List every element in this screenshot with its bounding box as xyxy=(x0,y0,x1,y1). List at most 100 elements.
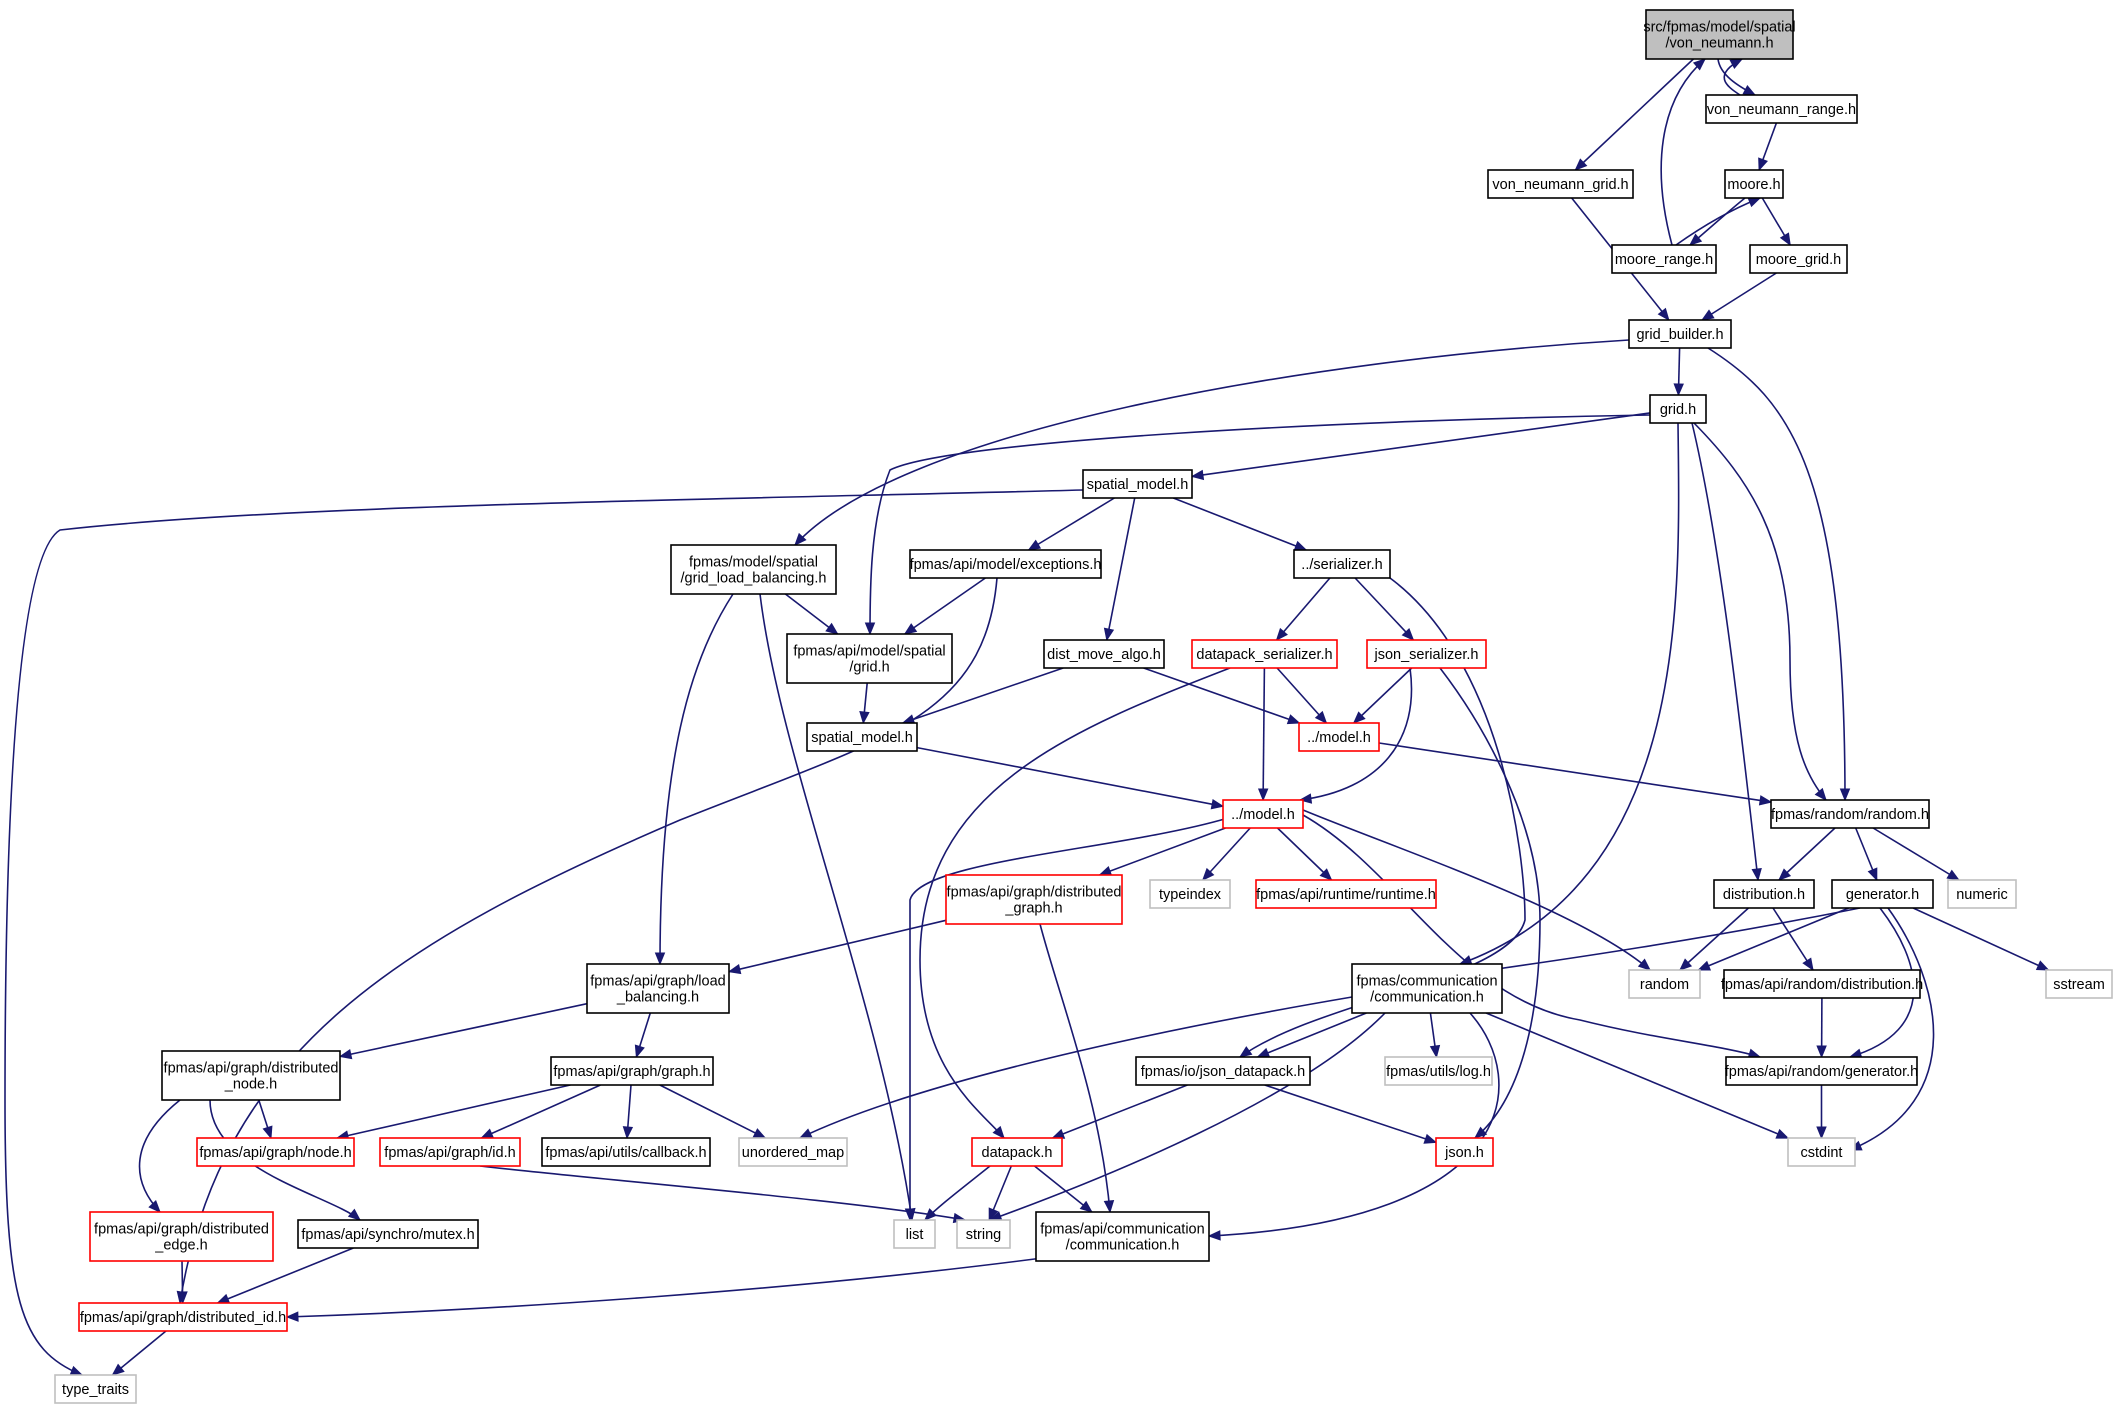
node-label: fpmas/api/graph/distributed xyxy=(947,885,1122,901)
node-label: _graph.h xyxy=(1004,901,1062,917)
node-dist-graph[interactable]: fpmas/api/graph/distributed_graph.h xyxy=(945,874,1123,925)
node-label: typeindex xyxy=(1159,887,1222,903)
node-json-datapack[interactable]: fpmas/io/json_datapack.h xyxy=(1135,1056,1311,1086)
arrowhead xyxy=(1401,628,1415,641)
node-cstdint[interactable]: cstdint xyxy=(1787,1137,1856,1167)
node-id-h[interactable]: fpmas/api/graph/id.h xyxy=(379,1137,521,1167)
node-std-random[interactable]: random xyxy=(1628,969,1701,999)
node-serializer[interactable]: ../serializer.h xyxy=(1293,549,1391,579)
node-graph-h[interactable]: fpmas/api/graph/graph.h xyxy=(550,1056,714,1086)
node-type-traits[interactable]: type_traits xyxy=(54,1374,137,1404)
arrowhead xyxy=(1747,197,1762,208)
node-label: fpmas/api/synchro/mutex.h xyxy=(301,1227,474,1243)
edge-line xyxy=(1485,1012,1789,1139)
node-grid-builder[interactable]: grid_builder.h xyxy=(1628,319,1732,349)
node-runtime[interactable]: fpmas/api/runtime/runtime.h xyxy=(1255,879,1437,909)
edge-model_b-to-dist_graph xyxy=(1098,827,1226,876)
arrowhead xyxy=(1103,1200,1115,1214)
arrowhead xyxy=(798,1128,813,1139)
node-json-h[interactable]: json.h xyxy=(1435,1137,1494,1167)
edge-line xyxy=(1173,497,1307,551)
node-node-h[interactable]: fpmas/api/graph/node.h xyxy=(196,1137,355,1167)
node-log[interactable]: fpmas/utils/log.h xyxy=(1384,1056,1493,1086)
node-dist-id[interactable]: fpmas/api/graph/distributed_id.h xyxy=(78,1302,288,1332)
node-list[interactable]: list xyxy=(893,1219,936,1249)
node-label: fpmas/api/graph/distributed xyxy=(164,1061,339,1077)
node-label: /communication.h xyxy=(1370,990,1484,1006)
node-string[interactable]: string xyxy=(956,1219,1011,1249)
arrowhead xyxy=(1775,1128,1790,1139)
node-distribution[interactable]: distribution.h xyxy=(1713,879,1815,909)
edge-line xyxy=(759,593,913,1221)
node-glb[interactable]: fpmas/model/spatial/grid_load_balancing.… xyxy=(670,544,837,595)
node-typeindex[interactable]: typeindex xyxy=(1149,879,1231,909)
arrowhead xyxy=(1778,868,1792,881)
node-moore[interactable]: moore.h xyxy=(1724,169,1784,199)
node-box xyxy=(670,544,837,595)
node-dist-edge[interactable]: fpmas/api/graph/distributed_edge.h xyxy=(89,1211,274,1262)
node-box xyxy=(1723,969,1921,999)
arrowhead xyxy=(1423,1133,1438,1144)
node-datapack-ser[interactable]: datapack_serializer.h xyxy=(1191,639,1338,669)
arrowhead xyxy=(825,622,839,635)
edge-line xyxy=(904,577,986,635)
edge-mutex-to-dist_id xyxy=(216,1247,354,1304)
arrowhead xyxy=(1758,795,1773,806)
edge-model_a-to-random_h xyxy=(1378,742,1773,806)
edge-grid-to-spatial_model xyxy=(1190,412,1651,481)
edge-datapack_ser-to-model_b xyxy=(1257,667,1269,802)
arrowhead xyxy=(1314,710,1328,724)
node-api-rand-gen[interactable]: fpmas/api/random/generator.h xyxy=(1725,1056,1918,1086)
edge-grid-to-api_grid xyxy=(864,414,1651,636)
node-spatial-model[interactable]: spatial_model.h xyxy=(1082,469,1193,499)
node-communication[interactable]: fpmas/communication/communication.h xyxy=(1351,963,1503,1014)
node-random-h[interactable]: fpmas/random/random.h xyxy=(1770,799,1930,829)
node-dist-move[interactable]: dist_move_algo.h xyxy=(1043,639,1165,669)
node-load-balancing[interactable]: fpmas/api/graph/load_balancing.h xyxy=(586,963,730,1014)
node-label: fpmas/api/graph/distributed_id.h xyxy=(80,1310,286,1326)
node-api-rand-dist[interactable]: fpmas/api/random/distribution.h xyxy=(1721,969,1923,999)
node-label: fpmas/api/random/generator.h xyxy=(1725,1064,1918,1080)
node-numeric[interactable]: numeric xyxy=(1947,879,2017,909)
node-dist-node[interactable]: fpmas/api/graph/distributed_node.h xyxy=(161,1050,341,1101)
node-mutex[interactable]: fpmas/api/synchro/mutex.h xyxy=(297,1219,479,1249)
node-root[interactable]: src/fpmas/model/spatial/von_neumann.h xyxy=(1643,9,1796,60)
node-api-spatial-model[interactable]: spatial_model.h xyxy=(806,722,918,752)
node-vnr[interactable]: von_neumann_range.h xyxy=(1705,94,1858,124)
node-unordered-map[interactable]: unordered_map xyxy=(738,1137,848,1167)
edge-random_h-to-distribution xyxy=(1778,827,1836,881)
arrowhead xyxy=(1637,958,1651,971)
node-box xyxy=(1628,319,1732,349)
edge-api_spatial_model-to-model_b xyxy=(916,746,1225,810)
node-api-comm[interactable]: fpmas/api/communication/communication.h xyxy=(1035,1211,1210,1262)
arrowhead xyxy=(285,1311,299,1322)
edge-line xyxy=(1660,58,1706,246)
arrowhead xyxy=(347,1208,362,1221)
node-api-grid[interactable]: fpmas/api/model/spatial/grid.h xyxy=(786,633,953,684)
node-generator[interactable]: generator.h xyxy=(1831,879,1934,909)
node-label: dist_move_algo.h xyxy=(1047,647,1161,663)
node-moore-range[interactable]: moore_range.h xyxy=(1611,244,1717,274)
node-vng[interactable]: von_neumann_grid.h xyxy=(1487,169,1634,199)
edge-line xyxy=(1698,907,1849,971)
edge-dist_edge-to-dist_id xyxy=(177,1260,188,1305)
edge-line xyxy=(1378,742,1772,803)
node-datapack[interactable]: datapack.h xyxy=(971,1137,1063,1167)
arrowhead xyxy=(1275,627,1288,642)
node-moore-grid[interactable]: moore_grid.h xyxy=(1749,244,1848,274)
node-box xyxy=(971,1137,1063,1167)
node-callback[interactable]: fpmas/api/utils/callback.h xyxy=(541,1137,711,1167)
node-model-a[interactable]: ../model.h xyxy=(1298,722,1380,752)
node-model-b[interactable]: ../model.h xyxy=(1222,799,1304,829)
edge-distribution-to-api_rand_dist xyxy=(1772,907,1814,972)
node-exceptions[interactable]: fpmas/api/model/exceptions.h xyxy=(909,549,1102,579)
arrowhead xyxy=(1729,58,1744,69)
arrowhead xyxy=(262,1125,273,1140)
node-sstream[interactable]: sstream xyxy=(2045,969,2113,999)
node-label: fpmas/model/spatial xyxy=(689,555,818,571)
edge-line xyxy=(1707,347,1846,801)
node-grid[interactable]: grid.h xyxy=(1649,394,1707,424)
arrowhead xyxy=(752,1128,767,1139)
node-json-ser[interactable]: json_serializer.h xyxy=(1366,639,1487,669)
